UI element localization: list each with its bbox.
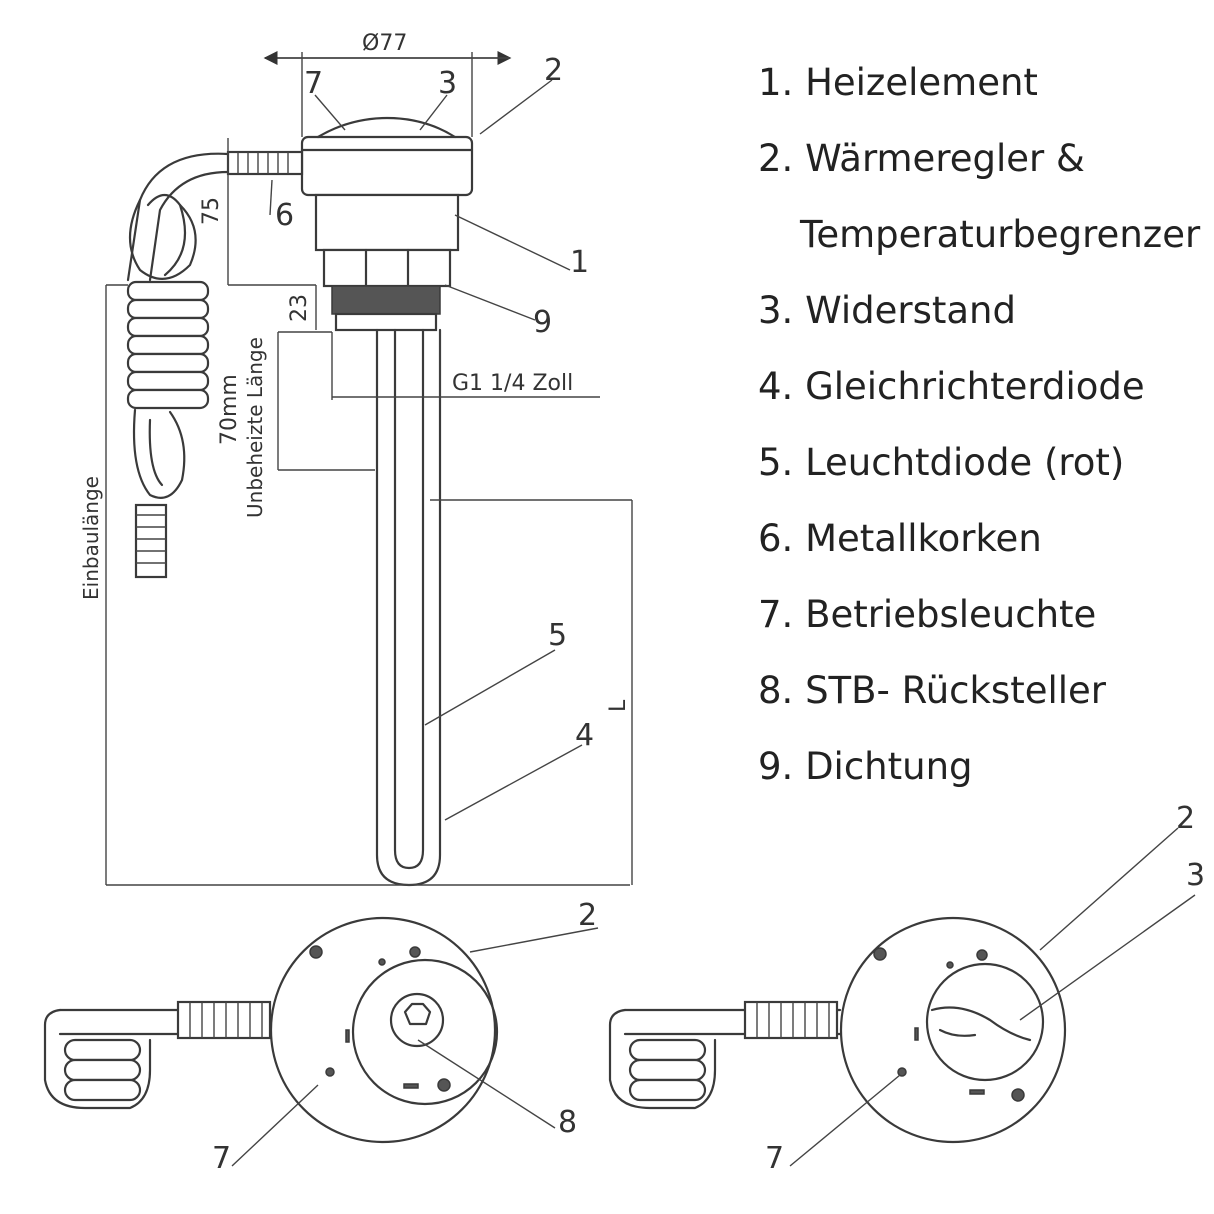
callout-7-side: 7 — [304, 66, 323, 101]
legend-item-9: 9. Dichtung — [758, 745, 973, 788]
legend-item-4: 4. Gleichrichterdiode — [758, 365, 1145, 408]
callout-8: 8 — [558, 1105, 577, 1140]
hex-nut — [322, 248, 452, 288]
diameter-label: Ø77 — [362, 31, 407, 56]
legend-item-8: 8. STB- Rücksteller — [758, 669, 1106, 712]
callout-3-side: 3 — [438, 66, 457, 101]
callout-3-top-right: 3 — [1186, 858, 1205, 893]
callout-2-side: 2 — [544, 53, 563, 88]
heater-tube-inner — [393, 328, 425, 870]
callout-6: 6 — [275, 198, 294, 233]
thread-height-label: 23 — [287, 294, 312, 322]
coiled-cable — [126, 193, 210, 579]
cable-height-label: 75 — [199, 197, 224, 225]
legend-item-5: 5. Leuchtdiode (rot) — [758, 441, 1125, 484]
head-top-dome — [316, 116, 457, 139]
legend-item-7: 7. Betriebsleuchte — [758, 593, 1097, 636]
callout-4: 4 — [575, 718, 594, 753]
legend-item-2: 2. Wärmeregler & — [758, 137, 1085, 180]
side-view: Ø77 75 23 70mm Unbeheizte Länge G1 1/4 Z… — [79, 31, 633, 887]
legend-item-1: 1. Heizelement — [758, 61, 1038, 104]
callout-7-top-left: 7 — [212, 1141, 231, 1176]
unheated-length-value: 70mm — [217, 374, 242, 445]
installed-length-label: Einbaulänge — [79, 476, 103, 600]
callout-5: 5 — [548, 618, 567, 653]
legend-item-2-continued: Temperaturbegrenzer — [800, 213, 1201, 256]
head-body — [314, 193, 460, 252]
top-view-closed: 2 8 7 — [43, 898, 599, 1176]
head-cap — [300, 135, 474, 197]
gasket — [331, 285, 441, 315]
callout-7-top-right: 7 — [765, 1141, 784, 1176]
callout-2-top-left: 2 — [578, 898, 597, 933]
heated-length-label: L — [606, 699, 631, 712]
unheated-length-label: Unbeheizte Länge — [243, 337, 267, 518]
parts-legend: 1. Heizelement 2. Wärmeregler & Temperat… — [758, 58, 1200, 818]
top-view-open: 2 3 7 — [608, 801, 1205, 1176]
legend-item-6: 6. Metallkorken — [758, 517, 1042, 560]
callout-9: 9 — [533, 305, 552, 340]
legend-item-3: 3. Widerstand — [758, 289, 1016, 332]
heater-tube — [375, 328, 442, 887]
metal-cork — [226, 150, 304, 176]
cable — [126, 152, 230, 282]
callout-1: 1 — [570, 245, 589, 280]
thread-size-label: G1 1/4 Zoll — [452, 371, 573, 396]
callout-2-top-right: 2 — [1176, 801, 1195, 836]
